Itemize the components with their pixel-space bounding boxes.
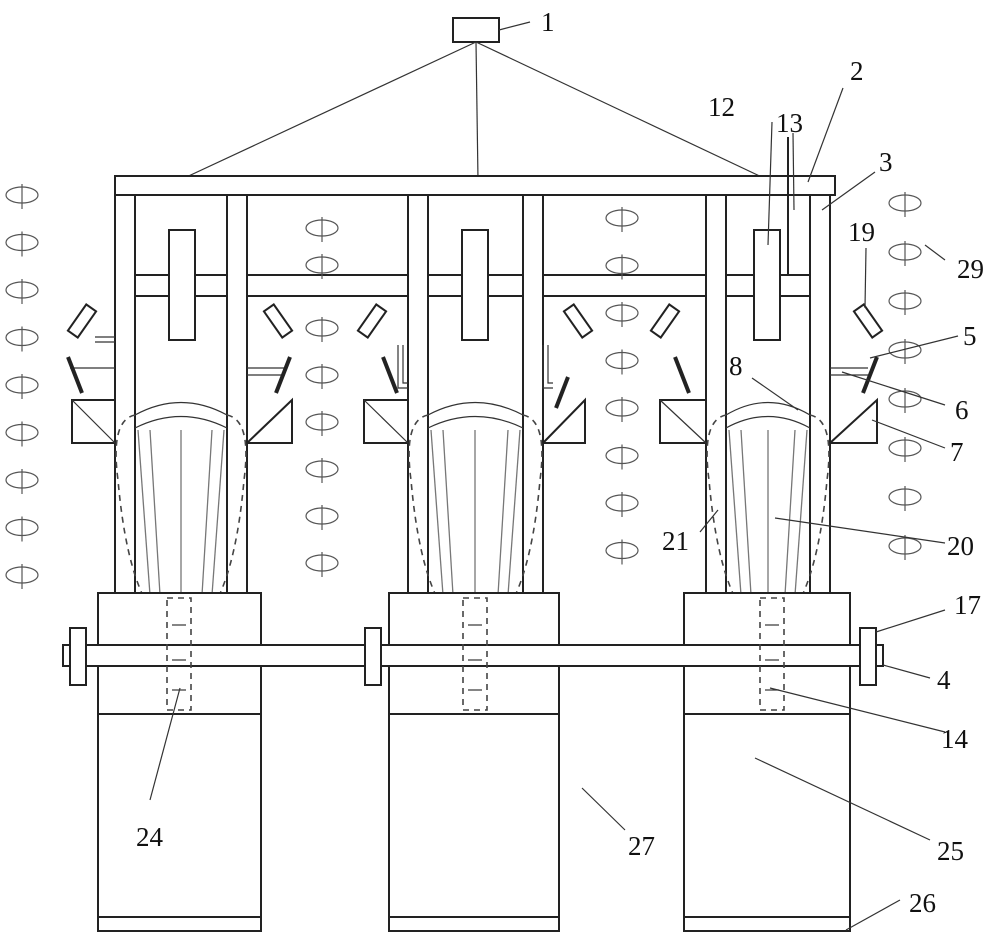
plant-seedling-icon: [305, 317, 339, 342]
support-rods: [70, 336, 868, 389]
label-19: 19: [848, 217, 875, 247]
plant-seedling-icon: [605, 539, 639, 565]
end-bolts: [69, 627, 877, 686]
plant-seedling-icon: [305, 458, 339, 483]
hopper-collars: [97, 592, 851, 646]
plant-seedling-icon: [305, 364, 339, 389]
plant-seedling-icon: [605, 302, 639, 327]
crop-bundle-middle: [408, 402, 543, 601]
label-1: 1: [541, 7, 555, 37]
label-4: 4: [937, 665, 951, 695]
suspension-assembly: [179, 17, 769, 181]
plant-seedling-icon: [305, 505, 339, 530]
top-beam: [114, 175, 836, 196]
plant-seedling-icon: [305, 217, 339, 242]
crop-bundle-left: [115, 402, 247, 601]
roller-brushes: [66, 303, 884, 339]
plant-seedling-icon: [5, 184, 39, 209]
plant-seedling-icon: [605, 397, 639, 422]
plant-seedling-icon: [888, 437, 922, 462]
label-29: 29: [957, 254, 984, 284]
plant-seedling-icon: [605, 492, 639, 517]
leader-lines: [149, 21, 959, 931]
plant-seedling-icon: [605, 254, 639, 280]
plant-seedling-icon: [888, 535, 922, 560]
label-6: 6: [955, 395, 969, 425]
label-25: 25: [937, 836, 964, 866]
label-14: 14: [941, 724, 969, 754]
containers: [97, 665, 851, 932]
plant-seedling-icon: [888, 241, 922, 266]
plant-seedling-icon: [5, 231, 39, 257]
plant-seedling-icon: [5, 374, 39, 399]
plant-seedling-icon: [5, 516, 39, 542]
frame-columns: [114, 137, 831, 646]
label-7: 7: [950, 437, 964, 467]
plant-seedling-icon: [888, 339, 922, 364]
label-3: 3: [879, 147, 893, 177]
label-17: 17: [954, 590, 981, 620]
label-20: 20: [947, 531, 974, 561]
label-21: 21: [662, 526, 689, 556]
plant-seedling-icon: [605, 349, 639, 375]
plant-seedling-icon: [305, 552, 339, 577]
label-8: 8: [729, 351, 743, 381]
plant-seedling-icon: [5, 469, 39, 494]
plant-seedling-icon: [888, 486, 922, 511]
plant-seedling-icon: [5, 326, 39, 352]
plant-seedling-icon: [888, 192, 922, 217]
label-2: 2: [850, 56, 864, 86]
plant-seedling-icon: [305, 411, 339, 436]
plant-seedling-icon: [888, 290, 922, 315]
callout-labels: 1 2 3 12 13 19 29 5 8 6 7 20 21 17 4 14 …: [136, 7, 984, 918]
plant-seedling-icon: [5, 421, 39, 447]
crop-bundle-right: [706, 401, 830, 601]
label-24: 24: [136, 822, 164, 852]
hanging-plates: [168, 229, 781, 341]
label-27: 27: [628, 831, 655, 861]
plant-seedling-icon: [5, 279, 39, 304]
plant-seedling-icon: [5, 564, 39, 589]
plant-rows: [5, 184, 922, 589]
plant-seedling-icon: [605, 444, 639, 470]
label-26: 26: [909, 888, 936, 918]
blades: [66, 356, 879, 409]
label-13: 13: [776, 108, 803, 138]
plant-seedling-icon: [605, 207, 639, 232]
plant-seedling-icon: [305, 254, 339, 279]
label-12: 12: [708, 92, 735, 122]
wedge-blocks: [71, 397, 878, 444]
label-5: 5: [963, 321, 977, 351]
